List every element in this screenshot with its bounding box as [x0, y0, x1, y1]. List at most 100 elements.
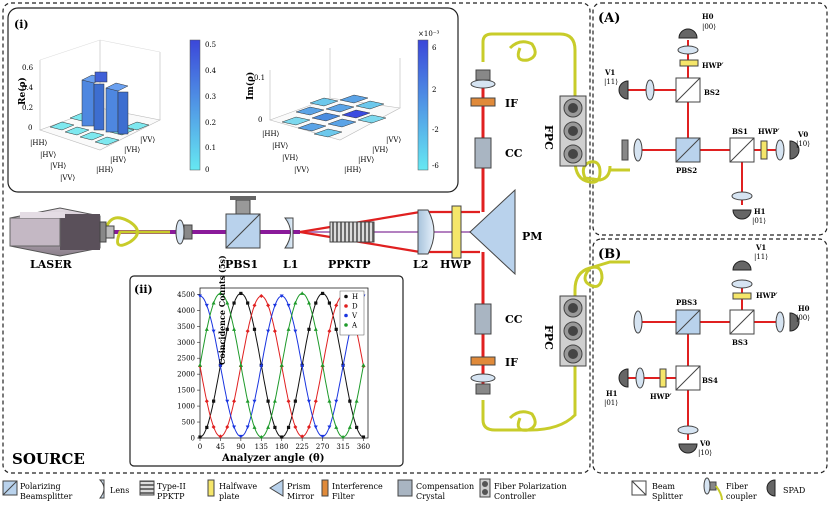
im-basis-7: |VH⟩ [372, 146, 389, 154]
spad-a-v0 [789, 140, 800, 160]
series-point-H [334, 327, 338, 331]
x-tick-label: 0 [198, 443, 202, 451]
re-z-tick-1: 0.2 [22, 104, 33, 112]
a-hwp1: HWP′ [702, 61, 724, 70]
im-scale: ×10⁻³ [418, 30, 439, 38]
panel-b-tag: (B) [598, 247, 621, 262]
series-point-H [314, 301, 318, 305]
y-tick-label: 2500 [177, 355, 195, 363]
legend-fpc-1: Fiber Polarization [494, 482, 567, 491]
series-point-H [307, 327, 311, 331]
x-tick-label: 315 [336, 443, 349, 451]
series-point-D [204, 399, 209, 404]
series-point-H [280, 435, 284, 439]
im-colorbar [417, 39, 429, 171]
lens-l1 [283, 217, 294, 249]
legend-prism-1: Prism [287, 482, 311, 491]
series-point-A [211, 300, 216, 305]
series-point-V [259, 364, 264, 369]
series-point-A [286, 327, 291, 331]
series-point-A [198, 363, 202, 367]
im-z-tick-0: 0 [258, 116, 262, 124]
re-basis-7: |VH⟩ [124, 146, 141, 154]
series-point-H [225, 327, 229, 331]
spad-b-h1 [618, 368, 629, 388]
re-z-tick-0: 0 [28, 124, 32, 132]
fiber-loop-bottom [508, 410, 537, 432]
b-h1k: |01⟩ [604, 399, 618, 407]
series-point-V [341, 364, 346, 369]
fiber-loop-top [508, 40, 537, 62]
b-h0: H0 [798, 304, 810, 313]
legend-if-1: Interference [332, 482, 383, 491]
x-tick-label: 225 [295, 443, 308, 451]
series-point-D [300, 434, 305, 439]
series-point-A [232, 327, 237, 331]
l2-label: L2 [413, 258, 428, 271]
a-h1: H1 [754, 207, 766, 216]
series-point-H [232, 301, 236, 305]
series-point-A [225, 300, 230, 305]
re-z-tick-3: 0.6 [22, 64, 34, 72]
inset-density-matrix: (i) 0 0.2 [7, 7, 459, 193]
panel-a-tag: (A) [598, 11, 620, 26]
legend-bar: Polarizing Beamsplitter Lens Type-II PPK… [2, 477, 805, 501]
legend-coupler-1: Fiber [726, 482, 748, 491]
series-point-V [225, 399, 230, 404]
series-point-V [293, 329, 298, 334]
series-point-V [245, 425, 250, 429]
series-point-A [361, 363, 366, 367]
series-point-V [218, 364, 223, 369]
re-cb-tick-0: 0.5 [205, 41, 216, 49]
im-basis-3: |VH⟩ [282, 154, 299, 162]
spad-b-h0 [789, 312, 800, 332]
series-point-A [354, 398, 359, 403]
series-point-D [286, 399, 291, 404]
re-cb-tick-2: 0.3 [205, 93, 216, 101]
series-point-A [300, 291, 305, 295]
im-basis-2: |HV⟩ [272, 142, 289, 150]
legend-label-V: V [351, 312, 358, 320]
spad-a-v1 [618, 80, 629, 100]
legend-fpc-2: Controller [494, 492, 536, 501]
re-axis-label: Re(ρ) [17, 77, 28, 105]
series-point-V [252, 399, 257, 404]
im-cb-tick-3: -6 [432, 162, 439, 170]
re-basis-6: |HV⟩ [110, 156, 127, 164]
legend-ppktp-1: Type-II [157, 482, 186, 491]
panel-a-components [618, 28, 800, 220]
x-tick-label: 45 [216, 443, 225, 451]
x-tick-label: 135 [255, 443, 268, 451]
series-point-H [198, 435, 202, 439]
chart-marks [198, 291, 366, 439]
im-axis-label: Im(ρ) [245, 72, 256, 100]
x-tick-label: 360 [357, 443, 370, 451]
im-basis-4: |VV⟩ [294, 166, 309, 174]
chart-ylabel: Coincidence Counts (5s) [217, 255, 227, 365]
series-point-D [327, 329, 332, 334]
legend-lens: Lens [110, 486, 129, 495]
y-tick-label: 3000 [177, 339, 195, 347]
a-bs2: BS2 [704, 88, 720, 97]
pbs1-label: PBS1 [225, 258, 258, 271]
re-cb-tick-1: 0.4 [205, 67, 217, 75]
spad-a-h1 [732, 209, 752, 220]
inset-ii-tag: (ii) [134, 283, 153, 296]
series-point-D [232, 399, 237, 404]
fiber-laser [103, 216, 170, 247]
series-point-H [266, 399, 270, 403]
series-point-A [266, 425, 271, 429]
a-v0: V0 [797, 130, 808, 139]
series-point-H [320, 291, 325, 296]
im-cb-tick-0: 6 [432, 44, 437, 52]
series-point-A [341, 434, 346, 439]
a-hwp2: HWP′ [758, 127, 780, 136]
re-basis-4: |VV⟩ [60, 174, 75, 182]
series-point-H [252, 327, 257, 331]
series-point-H [355, 425, 359, 430]
if-top-label: IF [505, 97, 518, 110]
series-point-V [279, 294, 284, 298]
series-point-D [293, 424, 298, 429]
